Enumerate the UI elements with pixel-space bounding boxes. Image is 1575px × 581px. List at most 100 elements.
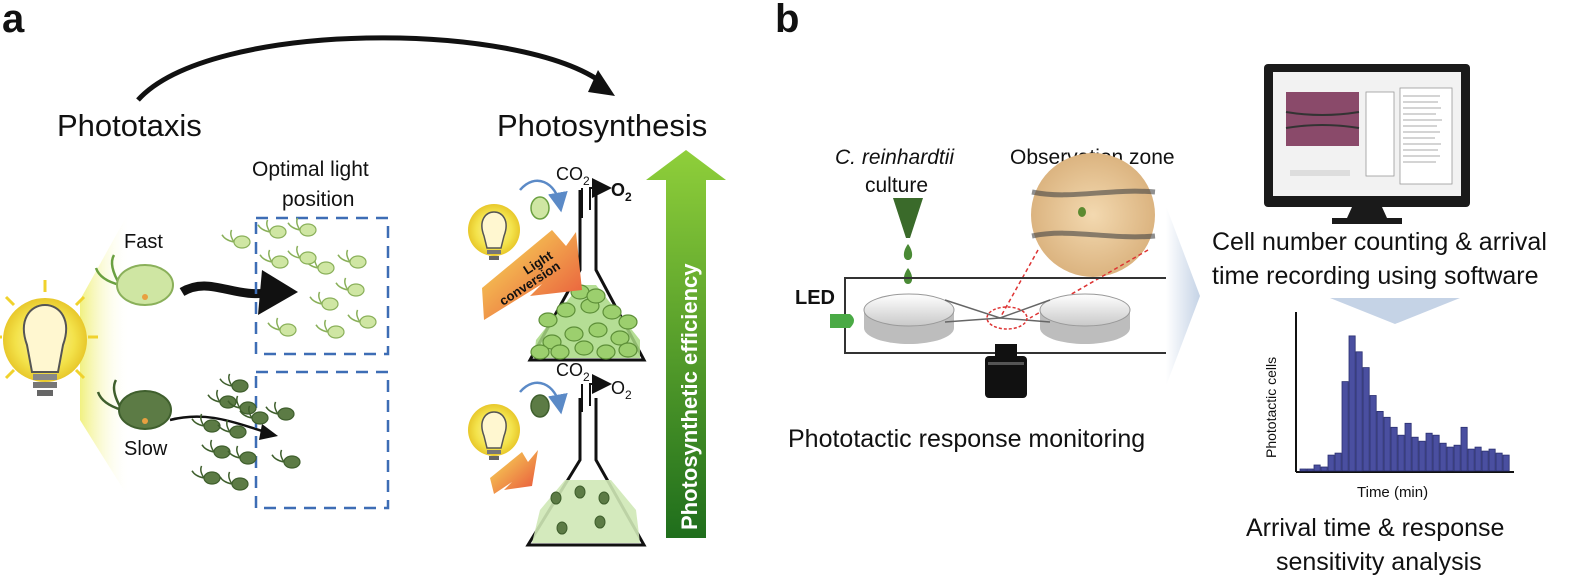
algae-cell [271,449,301,469]
outlet-reservoir [1039,293,1131,344]
analysis-line2: sensitivity analysis [1276,548,1482,576]
histogram-bar [1299,468,1307,472]
bottom-light-arrow [490,450,538,494]
histogram-bar [1320,466,1328,472]
culture-label-line2: culture [865,174,928,197]
top-o2: O2 [611,180,632,204]
suboptimal-zone-box [254,370,390,510]
microchannel [944,299,1051,323]
monitoring-label: Phototactic response monitoring [788,425,1145,453]
flow-arrow [1166,206,1200,386]
phototaxis-title: Phototaxis [57,108,202,143]
arrival-time-histogram: Phototactic cells Time (min) [1263,312,1514,501]
flask-cell [588,322,608,338]
flask-cell [618,314,638,330]
algae-cell [219,471,249,491]
algae-cell [219,373,249,393]
fast-arrow [179,281,273,299]
histogram-bar [1341,381,1349,472]
fast-arrow-head [258,270,298,315]
histogram-bar [1306,468,1314,472]
histogram-bar [1376,410,1384,472]
led-icon [830,314,854,328]
software-line2: time recording using software [1212,262,1539,290]
histogram-bar [1404,422,1412,472]
fast-label: Fast [124,231,163,253]
histogram-bar [1355,351,1363,472]
light-bulb-icon [0,280,98,396]
flask-cell [594,515,606,529]
culture-label-italic: C. reinhardtii [835,146,955,169]
flask-cell [556,302,576,318]
algae-cell [287,245,317,265]
top-light-conversion-arrow [482,230,582,320]
top-light-bulb-icon [468,204,520,260]
histogram-bar [1453,444,1461,472]
top-o2-out-arrow [589,178,612,210]
histogram-bar [1481,450,1489,472]
histogram-bar [1362,367,1370,472]
microscope-objective-icon [985,344,1027,398]
algae-cell [257,219,287,239]
monitor-icon [1264,64,1470,224]
efficiency-arrow [646,150,726,538]
chart-xlabel: Time (min) [1357,484,1428,501]
efficiency-label: Photosynthetic efficiency [677,263,702,530]
flask-cell [596,344,616,360]
algae-cell [265,401,295,421]
histogram-bar [1446,446,1454,472]
zoom-line-1 [999,249,1039,319]
algae-cell [315,319,345,339]
optimal-light-line2: position [282,188,354,211]
histogram-bar [1439,442,1447,472]
optimal-zone-box [254,216,390,356]
fast-cell-cluster [221,217,377,339]
algae-cell [335,277,365,297]
observation-zone-marker [986,306,1028,330]
panel-b-label: b [775,0,799,41]
algae-cell [267,317,297,337]
slow-label: Slow [124,438,168,460]
flask-cell [550,344,570,360]
flask-cell [556,521,568,535]
top-co2-curve-arrow [519,179,568,213]
bottom-co2: CO2 [556,360,590,384]
bottom-light-bulb-icon [468,404,520,460]
flask-cell [618,342,638,358]
algae-cell [217,419,247,439]
led-label: LED [795,287,835,309]
algae-cell [239,405,269,425]
flask-cell [602,304,622,320]
bottom-o2: O2 [611,378,632,402]
flask-cell [538,312,558,328]
histogram-bar [1418,440,1426,472]
bottom-co2-curve-arrow [519,381,568,415]
flask-cell [550,491,562,505]
histogram-bar [1488,448,1496,472]
histogram-bar [1495,452,1503,472]
algae-cell [259,249,289,269]
histogram-bar [1432,434,1440,472]
algae-cell [227,395,257,415]
analysis-line1: Arrival time & response [1246,514,1504,542]
histogram-bar [1467,448,1475,472]
inlet-reservoir [863,293,955,344]
histogram-bar [1369,395,1377,472]
algae-cell [227,445,257,465]
histogram-bar [1425,432,1433,472]
slow-cell [96,379,172,430]
algae-cell [287,217,317,237]
down-arrow [1330,298,1460,324]
flask-cell [564,326,584,342]
histogram-bar [1327,454,1335,472]
algae-cell [309,291,339,311]
histogram-bar [1334,452,1342,472]
flask-cell [586,288,606,304]
histogram-bar [1460,426,1468,472]
flask-cell [574,340,594,356]
chart-ylabel: Phototactic cells [1263,357,1279,458]
histogram-bar [1390,426,1398,472]
phototaxis-to-photosynthesis-arrow [136,35,606,102]
curved-arrow-head [588,70,615,96]
